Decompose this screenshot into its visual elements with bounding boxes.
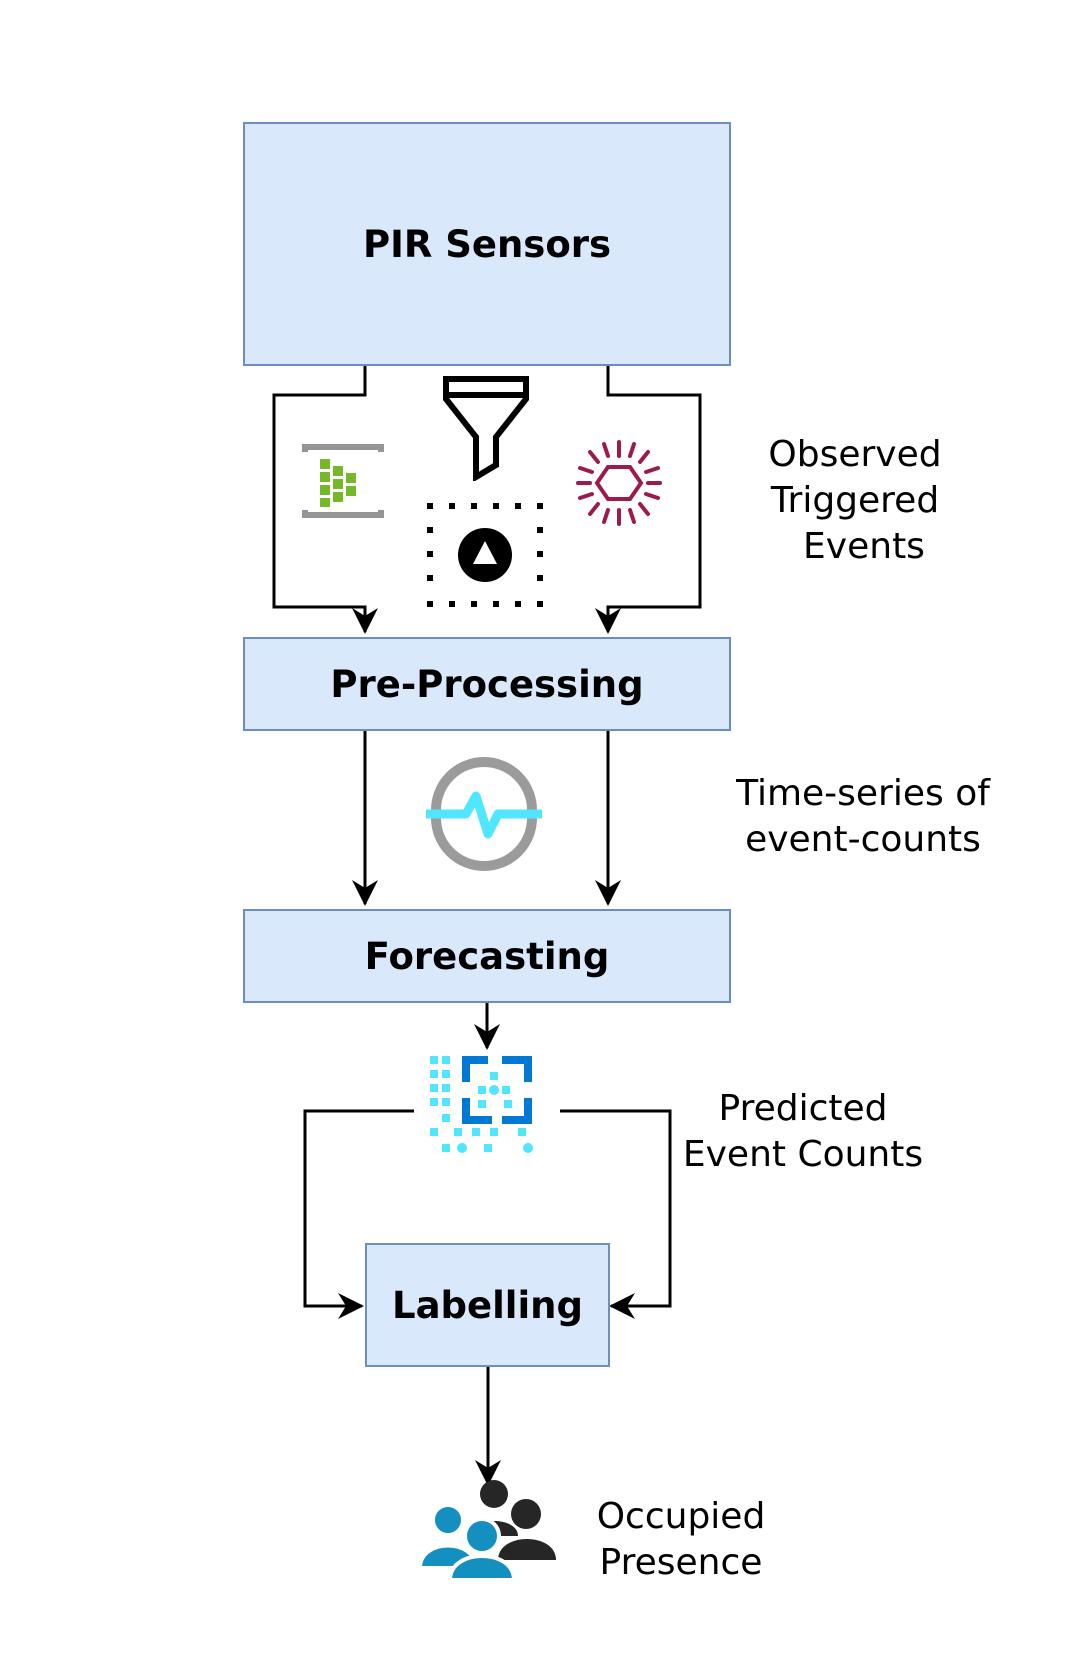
connector-ml-label-left — [303, 1109, 414, 1319]
note-predicted-line-2: Event Counts — [682, 1134, 924, 1175]
forecasting-box: Forecasting — [243, 909, 731, 1003]
pre-processing-label: Pre-Processing — [330, 662, 644, 706]
observed-events-note: Observed Triggered Events — [760, 432, 950, 570]
forecasting-label: Forecasting — [364, 934, 610, 978]
note-observed-line-2: Triggered — [770, 480, 940, 521]
labelling-box: Labelling — [365, 1243, 610, 1367]
note-occupied-line-1: Occupied — [596, 1496, 766, 1537]
event-hubs-icon — [302, 444, 384, 518]
note-observed-line-3: Events — [803, 526, 925, 567]
time-series-note: Time-series of event-counts — [722, 771, 1004, 863]
pir-sensors-label: PIR Sensors — [362, 222, 612, 266]
labelling-label: Labelling — [392, 1283, 583, 1327]
note-observed-line-1: Observed — [768, 434, 942, 475]
machine-learning-icon — [430, 1056, 533, 1153]
connector-pir-preproc-right — [595, 366, 702, 634]
users-icon — [418, 1480, 556, 1580]
predicted-counts-note: Predicted Event Counts — [675, 1086, 931, 1178]
connector-pir-preproc-left — [272, 366, 378, 634]
occupied-presence-note: Occupied Presence — [590, 1494, 772, 1586]
pir-sensors-box: PIR Sensors — [243, 122, 731, 366]
filter-icon — [443, 376, 529, 481]
time-series-icon — [426, 757, 542, 871]
note-timeseries-line-1: Time-series of — [736, 773, 990, 814]
connector-ml-label-right — [560, 1109, 672, 1319]
iot-hexagon-icon — [576, 440, 662, 526]
upload-icon — [427, 503, 543, 607]
note-timeseries-line-2: event-counts — [745, 819, 981, 860]
note-predicted-line-1: Predicted — [718, 1088, 888, 1129]
note-occupied-line-2: Presence — [599, 1542, 763, 1583]
pre-processing-box: Pre-Processing — [243, 637, 731, 731]
